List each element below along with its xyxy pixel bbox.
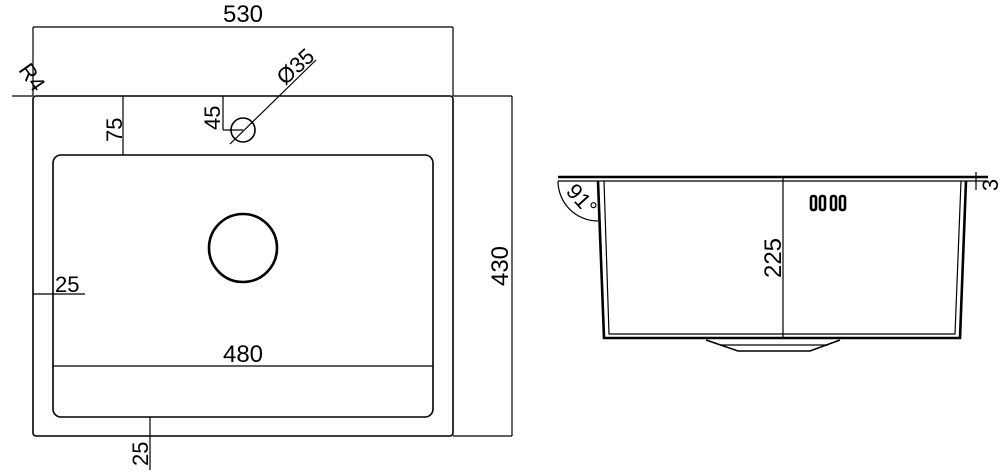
width-label: 530 (223, 1, 263, 28)
tap-hole-leader (229, 59, 317, 145)
top-view: 530 R4 Ø35 45 75 25 480 25 430 (12, 1, 514, 470)
bowl-outline (52, 154, 434, 418)
sink-outline (32, 95, 454, 437)
tap-hole-diameter-label: Ø35 (272, 43, 320, 89)
bowl-width-label: 480 (223, 341, 263, 368)
bowl-height-label: 225 (760, 238, 787, 278)
overflow-slot-1 (809, 194, 818, 212)
bowl-profile (596, 180, 968, 340)
angle-arc (557, 180, 599, 222)
angle-label: 91° (561, 179, 602, 220)
depth-label: 430 (487, 246, 514, 286)
drain-circle (207, 212, 279, 284)
bowl-side-offset-label: 25 (55, 272, 79, 297)
radius-label: R4 (14, 58, 51, 95)
bowl-profile-inner (603, 180, 962, 335)
side-view: 225 91° 3 (557, 172, 1000, 352)
overflow-slot-4 (838, 194, 847, 212)
overflow-slot-2 (818, 194, 827, 212)
bowl-front-offset-label: 75 (102, 118, 127, 142)
rim-thickness-label: 3 (978, 179, 1000, 191)
tap-offset-label: 45 (200, 106, 225, 130)
bowl-back-offset-label: 25 (128, 442, 153, 466)
overflow-slot-3 (829, 194, 838, 212)
